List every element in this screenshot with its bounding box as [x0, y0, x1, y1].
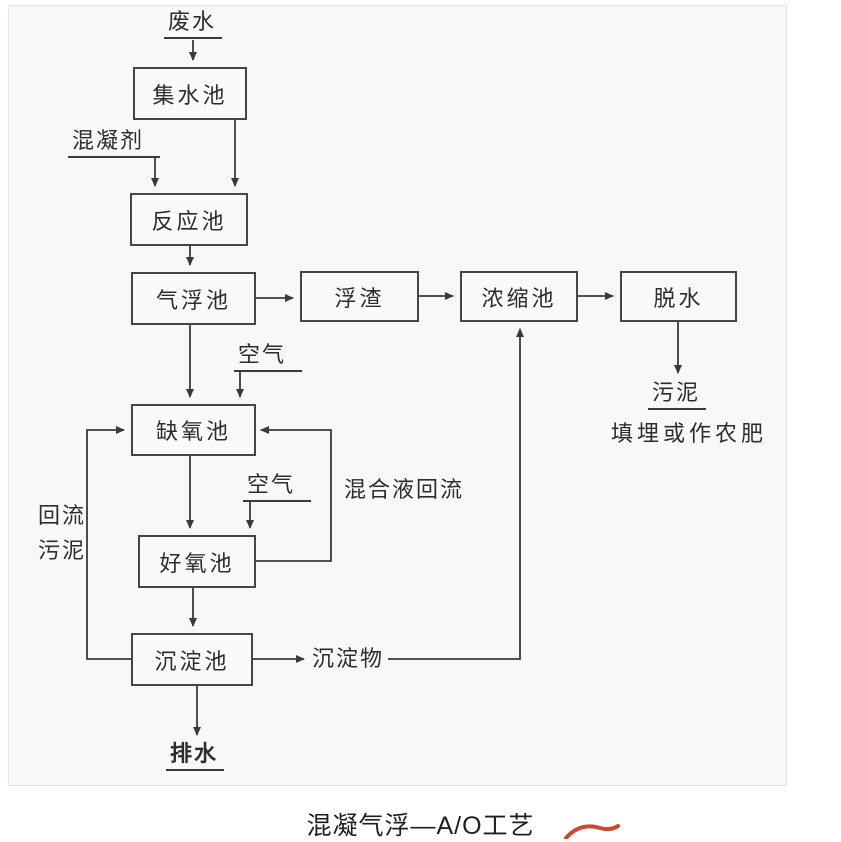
label-sludge: 污泥 — [648, 380, 707, 411]
node-reaction-pool: 反应池 — [130, 193, 248, 246]
diagram-caption: 混凝气浮—A/O工艺 — [306, 812, 535, 840]
node-collection-pool: 集水池 — [133, 67, 247, 120]
label-sediment: 沉淀物 — [312, 646, 385, 671]
node-dewatering: 脱水 — [620, 271, 737, 322]
node-flotation-pool: 气浮池 — [131, 272, 256, 325]
label-return-sludge-line1: 回流 — [38, 503, 87, 528]
label-drainage: 排水 — [166, 741, 225, 772]
red-pen-mark — [564, 824, 620, 839]
label-wastewater: 废水 — [164, 9, 223, 40]
label-return-sludge-line2: 污泥 — [38, 538, 87, 564]
label-mixed-liquor-return: 混合液回流 — [344, 477, 465, 502]
label-air-to-anoxic: 空气 — [234, 342, 303, 373]
node-anoxic-pool: 缺氧池 — [131, 404, 256, 456]
label-sludge-disposal: 填埋或作农肥 — [611, 421, 768, 446]
node-scum: 浮渣 — [300, 271, 419, 322]
node-sedimentation-pool: 沉淀池 — [131, 633, 253, 686]
label-return-sludge: 回流 污泥 — [38, 503, 86, 564]
node-aerobic-pool: 好氧池 — [138, 535, 256, 588]
node-thickening-pool: 浓缩池 — [460, 271, 578, 322]
label-coagulant: 混凝剂 — [68, 128, 161, 159]
label-air-to-aerobic: 空气 — [243, 472, 312, 503]
